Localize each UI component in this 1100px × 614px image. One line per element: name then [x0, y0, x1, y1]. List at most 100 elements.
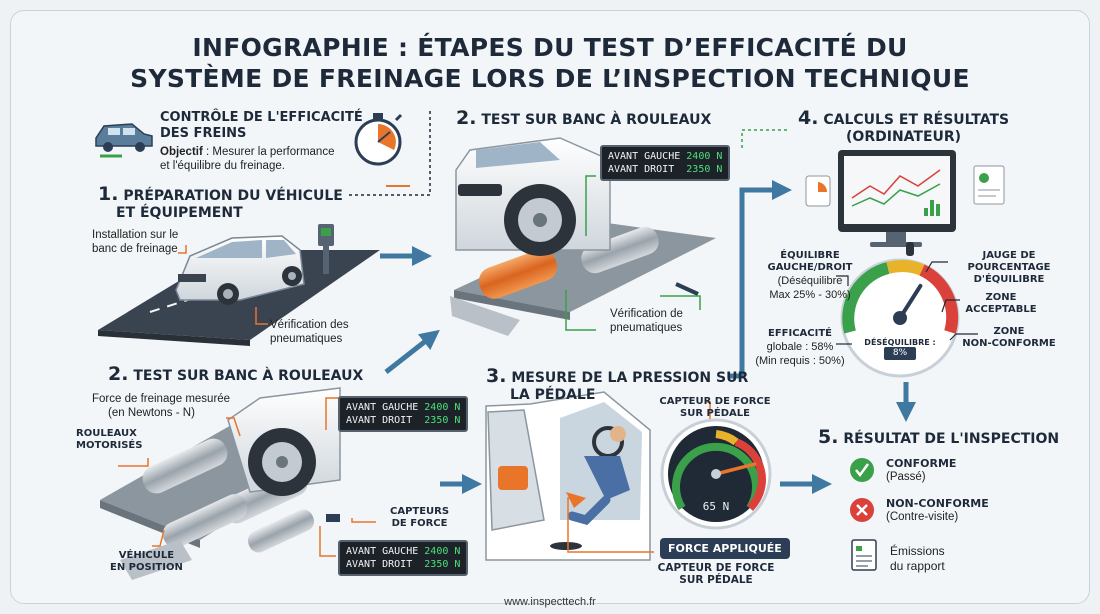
force-label-line-1: Force de freinage mesurée — [92, 393, 231, 405]
step1-title: 1. Préparation du véhicule et équipement — [98, 183, 343, 222]
step2-top-tires-label: Vérification de pneumatiques — [610, 307, 683, 335]
lcd-value: 2350 N — [424, 559, 461, 570]
vehicle-position-label: Véhicule en position — [110, 550, 183, 574]
pedal-force-gauge — [660, 418, 772, 530]
stopwatch-icon — [354, 113, 403, 166]
vehicle-label-line-2: en position — [110, 562, 183, 573]
result-fail: Non-conforme (Contre-visite) — [886, 498, 989, 524]
sensor-bottom-line-1: Capteur de force — [657, 562, 775, 574]
balance-desc-1: (Déséquilibre — [777, 275, 843, 287]
lcd-label: AVANT DROIT — [346, 415, 413, 426]
efficacy-line-2: globale : 58% — [766, 341, 834, 353]
objective-text-2: et l'équilibre du freinage. — [160, 160, 285, 172]
step1-title-line-2: et équipement — [116, 205, 243, 221]
balance-title-1: Équilibre — [780, 250, 840, 261]
intro-objective: Objectif : Mesurer la performance et l'é… — [160, 145, 334, 173]
cross-icon — [850, 498, 874, 522]
intro-heading-line-2: des freins — [160, 126, 247, 141]
zone-ok-label: Zone acceptable — [956, 292, 1046, 316]
sensors-label: Capteurs de force — [390, 506, 449, 530]
step5-number: 5. — [818, 426, 839, 448]
lcd-label: AVANT DROIT — [608, 164, 675, 175]
objective-text-1: : Mesurer la performance — [202, 146, 335, 158]
sensor-bottom-line-2: sur pédale — [679, 574, 753, 586]
zone-nok-line-2: non-conforme — [962, 338, 1056, 349]
pass-sub: (Passé) — [886, 471, 926, 483]
rollers-label-line-2: motorisés — [76, 440, 143, 451]
zone-nok-line-1: Zone — [993, 326, 1025, 337]
balance-title-2: gauche/droit — [767, 262, 853, 273]
step2-top-lcd: AVANT GAUCHE 2400 N AVANT DROIT 2350 N — [600, 145, 731, 181]
fail-sub: (Contre-visite) — [886, 511, 959, 523]
intro-heading-line-1: Contrôle de l'efficacité — [160, 110, 363, 125]
tires-label-line-2: pneumatiques — [610, 322, 683, 334]
force-applied-badge: Force appliquée — [660, 538, 790, 559]
zone-nok-label: Zone non-conforme — [954, 326, 1064, 350]
report-label: Émissions du rapport — [890, 544, 945, 574]
step1-title-line-1: Préparation du véhicule — [123, 188, 343, 204]
step2-bottom-title-text: Test sur banc à rouleaux — [133, 368, 364, 384]
footer-url[interactable]: www.inspecttech.fr — [504, 596, 596, 608]
computer-monitor-illustration — [805, 150, 1005, 256]
lcd-value: 2350 N — [424, 415, 461, 426]
jauge-line-1: Jauge de — [982, 250, 1036, 261]
sensor-top-line-2: sur pédale — [680, 408, 750, 419]
lcd-value: 2400 N — [686, 151, 723, 162]
tires-label-line-2: pneumatiques — [270, 333, 343, 345]
step5-title: 5. Résultat de l'inspection — [818, 426, 1059, 448]
step4-title-line-2: (ordinateur) — [846, 129, 962, 145]
install-label-line-2: banc de freinage — [92, 243, 178, 255]
lcd-value: 2400 N — [424, 546, 461, 557]
balance-desc: (Déséquilibre Max 25% - 30%) — [758, 274, 862, 302]
step3-title: 3. Mesure de la pression sur la pédale — [486, 367, 749, 404]
efficacy-line-1: Efficacité — [767, 328, 832, 339]
lcd-value: 2350 N — [686, 164, 723, 175]
lcd-label: AVANT GAUCHE — [346, 402, 419, 413]
install-label-line-1: Installation sur le — [92, 229, 179, 241]
pedal-gauge-value: 65 N — [702, 500, 730, 513]
step3-title-line-1: Mesure de la pression sur — [511, 370, 749, 386]
balance-gauge — [840, 258, 960, 378]
tires-label-line-1: Vérification des — [270, 319, 349, 331]
step2-bottom-lcd-1: AVANT GAUCHE 2400 N AVANT DROIT 2350 N — [338, 396, 469, 432]
pedal-sensor-top-label: Capteur de force sur pédale — [650, 396, 780, 420]
step2-bottom-title: 2. Test sur banc à rouleaux — [108, 365, 364, 385]
lcd-label: AVANT GAUCHE — [608, 151, 681, 162]
step2-top-number: 2. — [456, 107, 477, 129]
rollers-label-line-1: Rouleaux — [76, 428, 137, 439]
car-door-illustration — [485, 391, 651, 561]
result-pass: Conforme (Passé) — [886, 458, 956, 484]
force-label: Force de freinage mesurée (en Newtons - … — [92, 392, 230, 420]
zone-ok-line-2: acceptable — [965, 304, 1037, 315]
jauge-line-2: pourcentage — [967, 262, 1051, 273]
step4-title-line-1: Calculs et résultats — [823, 112, 1010, 128]
lcd-label: AVANT DROIT — [346, 559, 413, 570]
step2-top-title-text: Test sur banc à rouleaux — [481, 112, 712, 128]
step2-top-title: 2. Test sur banc à rouleaux — [456, 107, 712, 129]
pass-label: Conforme — [886, 457, 957, 470]
roller-bench-bottom-illustration — [100, 387, 341, 580]
sensor-top-line-1: Capteur de force — [659, 396, 771, 407]
imbalance-gauge-value: 8% — [884, 347, 916, 360]
suv-illustration — [175, 235, 305, 305]
car-icon — [95, 123, 153, 158]
step3-title-line-2: la pédale — [510, 387, 596, 403]
step1-number: 1. — [98, 183, 119, 205]
pedal-sensor-bottom-label: Capteur de force sur pédale — [646, 562, 786, 586]
intro-heading: Contrôle de l'efficacité des freins — [160, 110, 363, 142]
zone-ok-line-1: Zone — [985, 292, 1017, 303]
lcd-value: 2400 N — [424, 402, 461, 413]
imbalance-gauge-label: Déséquilibre : — [864, 338, 936, 347]
vehicle-label-line-1: Véhicule — [118, 550, 175, 561]
jauge-label: Jauge de pourcentage d'équilibre — [954, 250, 1064, 286]
title-line-2: système de freinage lors de l’inspection… — [130, 64, 970, 93]
report-icon — [851, 539, 877, 571]
step4-title: 4. Calculs et résultats (ordinateur) — [798, 109, 1010, 146]
balance-label: Équilibre gauche/droit — [758, 250, 862, 274]
step2-bottom-lcd-2: AVANT GAUCHE 2400 N AVANT DROIT 2350 N — [338, 540, 469, 576]
step1-tires-label: Vérification des pneumatiques — [270, 318, 349, 346]
step1-install-label: Installation sur le banc de freinage — [92, 228, 178, 256]
page-title: Infographie : Étapes du test d’efficacit… — [0, 32, 1100, 94]
report-line-1: Émissions — [890, 544, 945, 558]
jauge-line-3: d'équilibre — [973, 274, 1045, 285]
